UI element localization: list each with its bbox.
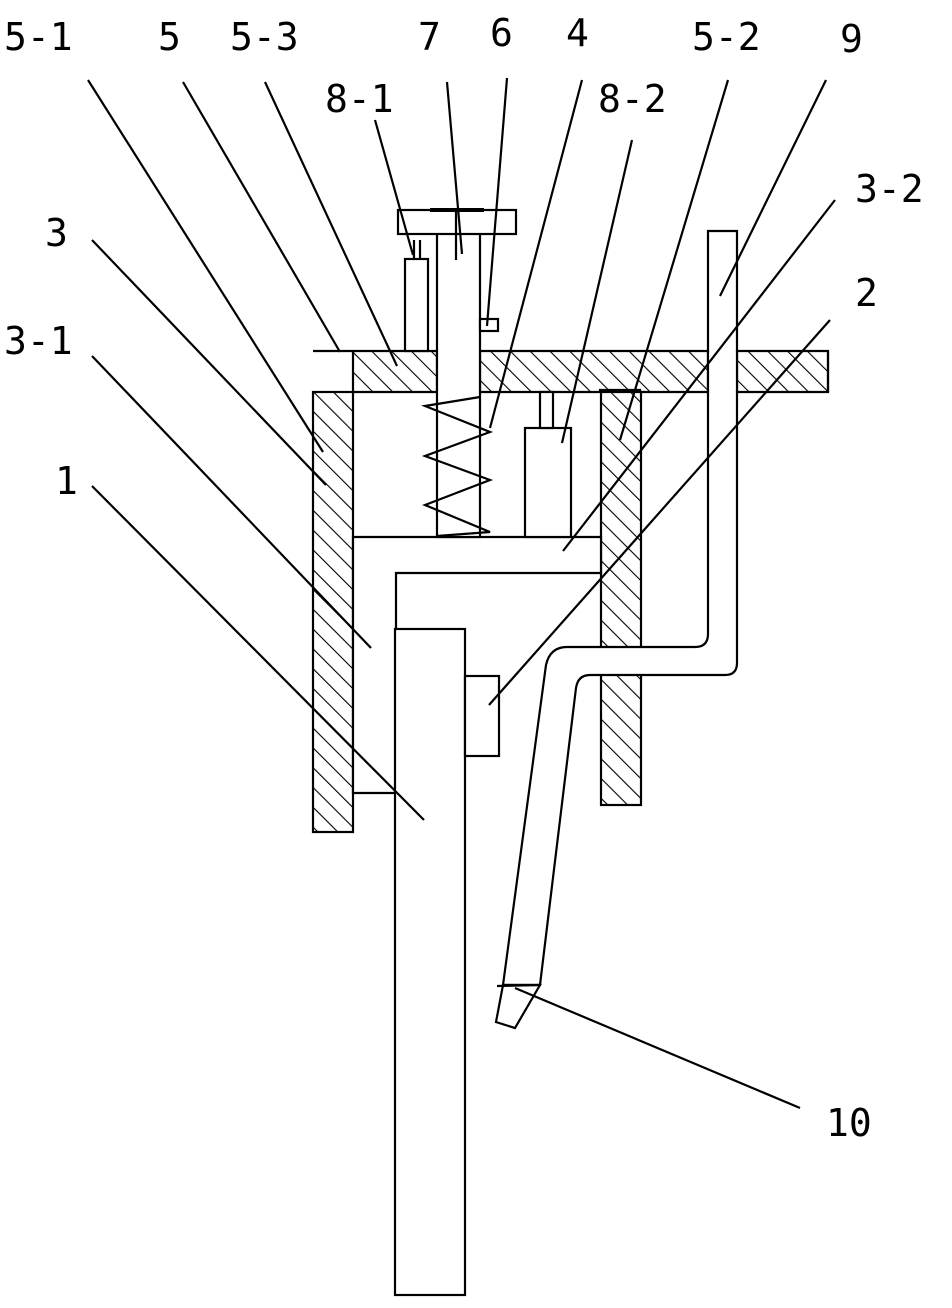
spring-4 xyxy=(420,395,494,538)
label-5-3: 5-3 xyxy=(230,15,299,59)
label-5: 5 xyxy=(158,15,181,59)
label-8-2: 8-2 xyxy=(598,77,667,121)
block-2 xyxy=(463,674,501,758)
pillar-8-1 xyxy=(403,257,430,353)
label-7: 7 xyxy=(418,15,441,59)
label-5-2: 5-2 xyxy=(692,15,761,59)
label-9: 9 xyxy=(840,17,863,61)
label-3-2: 3-2 xyxy=(855,167,924,211)
label-1: 1 xyxy=(55,459,78,503)
label-3-1: 3-1 xyxy=(4,319,73,363)
label-2: 2 xyxy=(855,271,878,315)
label-10: 10 xyxy=(826,1101,872,1145)
bracket-3 xyxy=(351,535,603,795)
frame-top-plate xyxy=(313,349,830,394)
label-8-1: 8-1 xyxy=(325,77,394,121)
bar-1 xyxy=(393,627,467,1297)
cylinder-8-2-rod xyxy=(538,390,555,430)
cylinder-8-2 xyxy=(523,426,573,539)
frame-right-wall xyxy=(599,390,643,807)
leader-lines xyxy=(87,77,836,1110)
label-3: 3 xyxy=(45,211,68,255)
needle-tip-10 xyxy=(494,983,542,1030)
frame-left-wall xyxy=(311,390,355,834)
screw-6 xyxy=(478,317,500,333)
label-5-1: 5-1 xyxy=(4,15,73,59)
label-4: 4 xyxy=(566,11,589,55)
label-6: 6 xyxy=(490,11,513,55)
